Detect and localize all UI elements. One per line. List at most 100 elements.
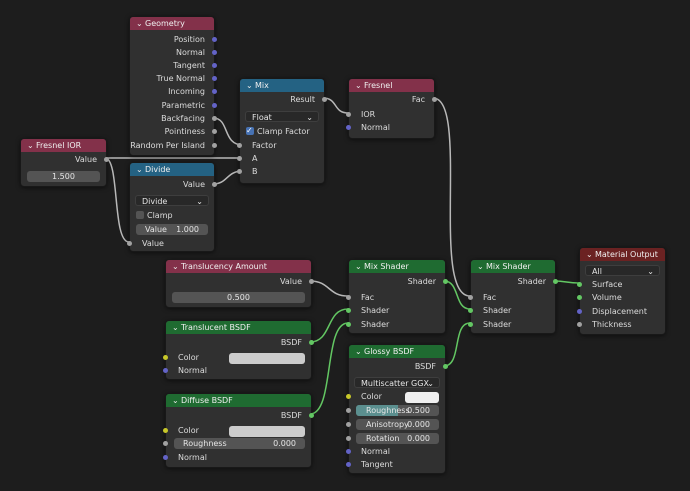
color-swatch[interactable]: [229, 426, 305, 437]
node-header[interactable]: ⌄Fresnel IOR: [21, 139, 106, 152]
socket-dot[interactable]: [346, 394, 351, 399]
node-header[interactable]: ⌄Mix Shader: [349, 260, 445, 273]
socket-dot[interactable]: [309, 340, 314, 345]
chevron-down-icon[interactable]: ⌄: [355, 262, 362, 271]
checkbox-icon[interactable]: [136, 211, 144, 219]
node-header[interactable]: ⌄Mix Shader: [471, 260, 555, 273]
socket-dot[interactable]: [346, 308, 351, 313]
chevron-down-icon[interactable]: ⌄: [477, 262, 484, 271]
socket-dot[interactable]: [346, 422, 351, 427]
value-field[interactable]: 1.500: [27, 171, 100, 182]
node-header[interactable]: ⌄Translucent BSDF: [166, 321, 311, 334]
socket-dot[interactable]: [309, 413, 314, 418]
socket-dot[interactable]: [346, 408, 351, 413]
socket-dot[interactable]: [443, 279, 448, 284]
fresnel-node[interactable]: ⌄Fresnel Fac IOR Normal: [346, 78, 437, 139]
color-swatch[interactable]: [405, 392, 439, 403]
chevron-down-icon[interactable]: ⌄: [136, 165, 143, 174]
socket-dot[interactable]: [468, 322, 473, 327]
socket-dot[interactable]: [346, 462, 351, 467]
chevron-down-icon[interactable]: ⌄: [136, 19, 143, 28]
socket-dot[interactable]: [432, 97, 437, 102]
node-header[interactable]: ⌄Fresnel: [349, 79, 434, 92]
node-header[interactable]: ⌄Mix: [240, 79, 324, 92]
socket-dot[interactable]: [346, 295, 351, 300]
socket-dot[interactable]: [468, 308, 473, 313]
socket-dot[interactable]: [212, 129, 217, 134]
socket-dot[interactable]: [553, 279, 558, 284]
target-dropdown[interactable]: All⌄: [585, 265, 660, 276]
translucent-bsdf-node[interactable]: ⌄Translucent BSDF BSDF Color Normal: [163, 320, 314, 380]
socket-dot[interactable]: [212, 63, 217, 68]
chevron-down-icon[interactable]: ⌄: [355, 347, 362, 356]
socket-dot[interactable]: [212, 76, 217, 81]
node-header[interactable]: ⌄Translucency Amount: [166, 260, 311, 273]
material-output-node[interactable]: ⌄Material Output All⌄ Surface Volume Dis…: [577, 247, 666, 335]
socket-dot[interactable]: [237, 143, 242, 148]
socket-dot[interactable]: [443, 364, 448, 369]
operation-dropdown[interactable]: Divide⌄: [135, 195, 209, 206]
socket-dot[interactable]: [577, 282, 582, 287]
socket-dot[interactable]: [346, 436, 351, 441]
socket-dot[interactable]: [163, 355, 168, 360]
chevron-down-icon[interactable]: ⌄: [586, 250, 593, 259]
data-type-dropdown[interactable]: Float⌄: [245, 111, 319, 122]
socket-dot[interactable]: [309, 279, 314, 284]
socket-dot[interactable]: [577, 309, 582, 314]
socket-dot[interactable]: [163, 428, 168, 433]
distribution-dropdown[interactable]: Multiscatter GGX⌄: [354, 377, 440, 388]
socket-dot[interactable]: [163, 455, 168, 460]
socket-dot[interactable]: [346, 322, 351, 327]
socket-dot[interactable]: [577, 295, 582, 300]
chevron-down-icon[interactable]: ⌄: [172, 323, 179, 332]
socket-dot[interactable]: [104, 157, 109, 162]
socket-dot[interactable]: [346, 112, 351, 117]
chevron-down-icon[interactable]: ⌄: [27, 141, 34, 150]
checkbox-icon[interactable]: [246, 124, 254, 137]
socket-dot[interactable]: [468, 295, 473, 300]
mix-node[interactable]: ⌄Mix Result Float⌄ Clamp Factor Factor A…: [237, 78, 327, 184]
chevron-down-icon[interactable]: ⌄: [355, 81, 362, 90]
mix-shader-node-2[interactable]: ⌄Mix Shader Shader Fac Shader Shader: [468, 259, 558, 334]
socket-dot[interactable]: [212, 37, 217, 42]
glossy-bsdf-node[interactable]: ⌄Glossy BSDF BSDF Multiscatter GGX⌄ Colo…: [346, 344, 448, 474]
socket-dot[interactable]: [163, 441, 168, 446]
clamp-row[interactable]: Clamp: [130, 209, 214, 222]
node-header[interactable]: ⌄Diffuse BSDF: [166, 394, 311, 407]
chevron-down-icon[interactable]: ⌄: [172, 396, 179, 405]
mix-shader-node-1[interactable]: ⌄Mix Shader Shader Fac Shader Shader: [346, 259, 448, 334]
color-swatch[interactable]: [229, 353, 305, 364]
clamp-factor-row[interactable]: Clamp Factor: [240, 124, 324, 138]
node-header[interactable]: ⌄Glossy BSDF: [349, 345, 445, 358]
socket-dot[interactable]: [346, 125, 351, 130]
node-header[interactable]: ⌄Geometry: [130, 17, 214, 30]
socket-dot[interactable]: [163, 368, 168, 373]
geometry-node[interactable]: ⌄Geometry Position Normal Tangent True N…: [129, 16, 217, 156]
node-header[interactable]: ⌄Material Output: [580, 248, 665, 261]
socket-dot[interactable]: [322, 97, 327, 102]
socket-dot[interactable]: [212, 103, 217, 108]
socket-dot[interactable]: [346, 449, 351, 454]
socket-dot[interactable]: [237, 156, 242, 161]
translucency-amount-node[interactable]: ⌄Translucency Amount Value 0.500: [165, 259, 314, 308]
chevron-down-icon[interactable]: ⌄: [246, 81, 253, 90]
socket-dot[interactable]: [212, 89, 217, 94]
value-field[interactable]: 0.500: [172, 292, 305, 303]
socket-dot[interactable]: [212, 116, 217, 121]
node-header[interactable]: ⌄Divide: [130, 163, 214, 176]
socket-dot[interactable]: [212, 143, 217, 148]
socket-dot[interactable]: [212, 50, 217, 55]
chevron-down-icon[interactable]: ⌄: [172, 262, 179, 271]
socket-dot[interactable]: [212, 182, 217, 187]
socket-dot[interactable]: [237, 169, 242, 174]
socket-dot[interactable]: [577, 322, 582, 327]
socket-dot[interactable]: [127, 241, 132, 246]
fresnel-ior-node[interactable]: ⌄Fresnel IOR Value 1.500: [20, 138, 109, 187]
